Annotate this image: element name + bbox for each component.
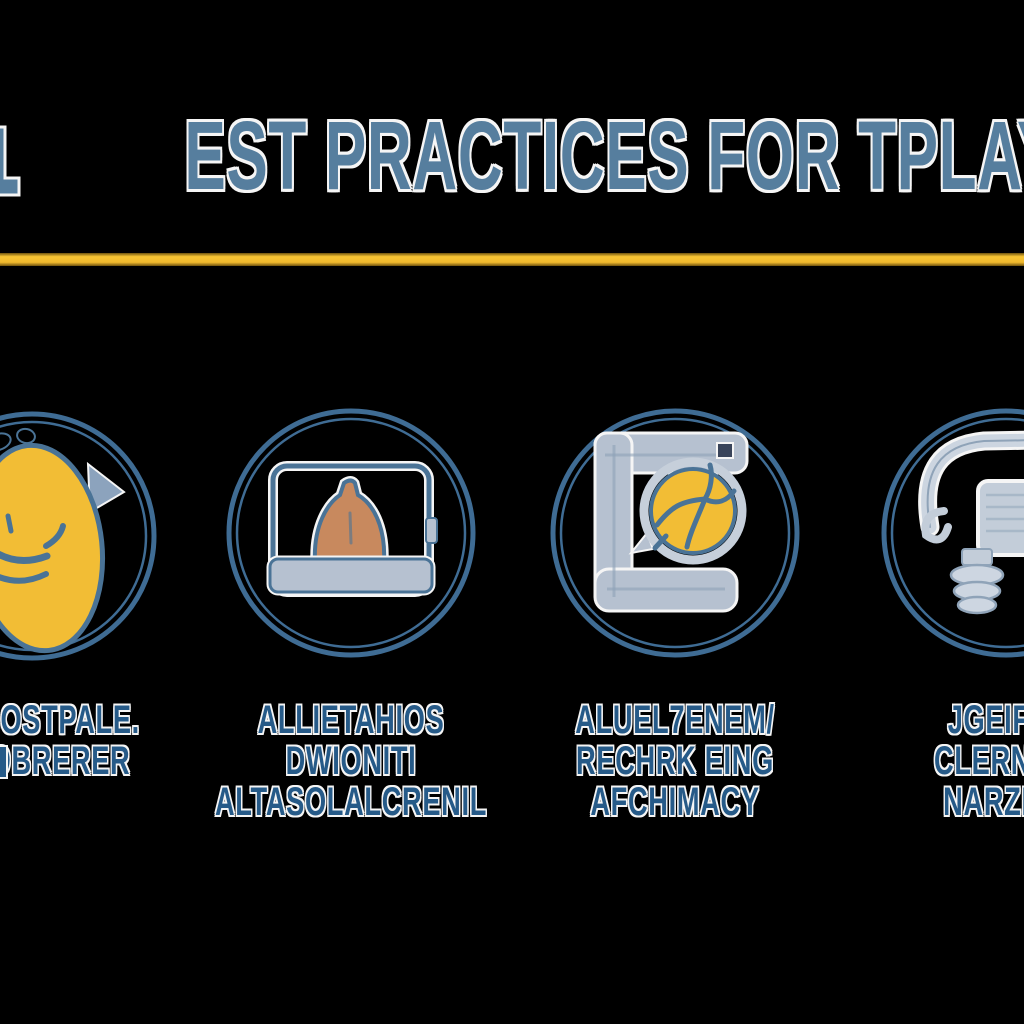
mascot-blob-icon [0, 411, 157, 661]
phone-with-clock-icon [550, 408, 800, 658]
item-label-2: ALLIETAHIOS DWIONITI ALTASOLALCRENIL [208, 700, 494, 823]
label-clipped-letter-fragment [0, 745, 8, 779]
item-label-1: COSTPALE. OBRERER [0, 700, 203, 782]
item-label-line: DWIONITI [285, 739, 417, 783]
item-label-line: ALUEL7ENEM/ [575, 698, 775, 742]
laptop-screen-figure-icon [226, 408, 476, 658]
item-label-line: ALLIETAHIOS [257, 698, 445, 742]
item-label-4: JGEIFTT CLERNTOI NARZINS [863, 700, 1024, 823]
divider-line [0, 253, 1024, 266]
item-label-line: AFCHIMACY [590, 780, 760, 824]
item-label-line: NARZINS [943, 780, 1024, 824]
massage-device-icon [881, 408, 1024, 658]
title-clipped-letter-fragment-left [0, 125, 21, 197]
item-label-line: CLERNTOI [934, 739, 1024, 783]
item-label-line: COSTPALE. [0, 698, 140, 742]
item-label-line: JGEIFTT [947, 698, 1024, 742]
item-label-line: OBRERER [0, 739, 131, 783]
item-label-line: RECHRK EING [576, 739, 774, 783]
item-label-3: ALUEL7ENEM/ RECHRK EING AFCHIMACY [532, 700, 818, 823]
page-title: EST PRACTICES FOR TPLAY US [184, 101, 1024, 210]
item-label-line: ALTASOLALCRENIL [214, 780, 488, 824]
